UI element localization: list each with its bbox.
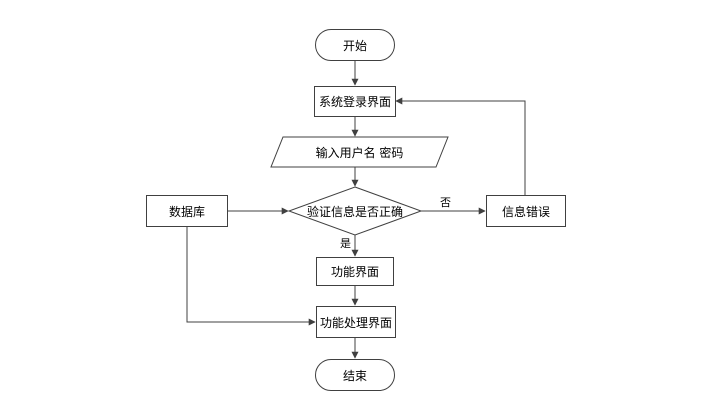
end-terminal: 结束 [315, 359, 395, 391]
start-label: 开始 [342, 38, 367, 53]
function-processing-label: 功能处理界面 [319, 315, 392, 330]
function-screen-label: 功能界面 [330, 265, 379, 279]
login-screen-box: 系统登录界面 [314, 86, 396, 117]
edge-error-to-login [395, 97, 526, 195]
input-credentials-label: 输入用户名 密码 [315, 145, 404, 160]
database-box: 数据库 [146, 195, 228, 227]
start-terminal: 开始 [315, 29, 395, 61]
edge-database-to-processing [186, 227, 316, 326]
input-credentials-shape [270, 136, 449, 168]
function-screen-box: 功能界面 [316, 257, 394, 286]
function-processing-box: 功能处理界面 [316, 306, 396, 338]
verify-decision-shape [287, 186, 423, 236]
info-error-label: 信息错误 [501, 204, 550, 219]
database-label: 数据库 [168, 204, 205, 219]
edge-label-no: 否 [440, 196, 451, 209]
info-error-box: 信息错误 [486, 195, 566, 227]
end-label: 结束 [342, 368, 367, 383]
login-screen-label: 系统登录界面 [318, 95, 391, 109]
edge-label-yes: 是 [340, 237, 351, 250]
verify-label: 验证信息是否正确 [306, 204, 403, 219]
